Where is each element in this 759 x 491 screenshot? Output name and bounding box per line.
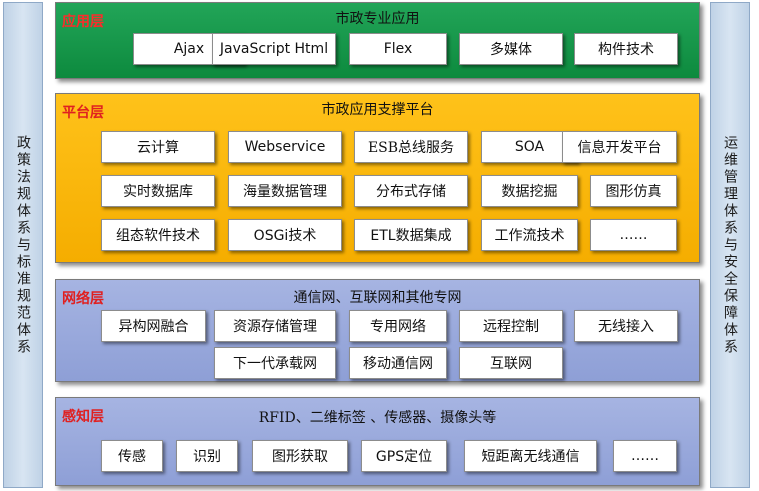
app-item: 构件技术 bbox=[574, 33, 678, 65]
app-item: 多媒体 bbox=[459, 33, 563, 65]
platform-item: 数据挖掘 bbox=[481, 175, 578, 207]
ops-security-panel: 运维管理体系与安全保障体系 bbox=[710, 2, 750, 488]
network-item: 互联网 bbox=[459, 347, 563, 379]
platform-item: SOA bbox=[481, 131, 578, 163]
network-item: 远程控制 bbox=[459, 310, 563, 342]
layer-name: 应用层 bbox=[62, 14, 104, 30]
network-item: 异构网融合 bbox=[101, 310, 206, 342]
ops-security-label: 运维管理体系与安全保障体系 bbox=[722, 134, 738, 356]
sensing-item: …… bbox=[613, 440, 677, 472]
platform-item: 海量数据管理 bbox=[228, 175, 342, 207]
platform-item: ESB总线服务 bbox=[354, 131, 468, 163]
network-item: 资源存储管理 bbox=[214, 310, 336, 342]
platform-item: 信息开发平台 bbox=[562, 131, 677, 163]
layer-title: 通信网、互联网和其他专网 bbox=[293, 290, 462, 306]
sensing-item: 图形获取 bbox=[252, 440, 348, 472]
platform-item: …… bbox=[590, 219, 677, 251]
network-item: 移动通信网 bbox=[349, 347, 447, 379]
network-item: 无线接入 bbox=[574, 310, 678, 342]
application-layer: 应用层 市政专业应用 Ajax JavaScript Html Flex 多媒体… bbox=[55, 2, 700, 79]
sensing-layer: 感知层 RFID、二维标签 、传感器、摄像头等 传感 识别 图形获取 GPS定位… bbox=[55, 397, 700, 486]
network-item: 专用网络 bbox=[349, 310, 447, 342]
platform-item: OSGi技术 bbox=[228, 219, 342, 251]
sensing-item: 识别 bbox=[176, 440, 238, 472]
sensing-item: 短距离无线通信 bbox=[464, 440, 597, 472]
app-item: Flex bbox=[349, 33, 447, 65]
policy-standards-label: 政策法规体系与标准规范体系 bbox=[15, 134, 31, 356]
platform-layer: 平台层 市政应用支撑平台 云计算 Webservice ESB总线服务 SOA … bbox=[55, 93, 700, 263]
platform-item: 实时数据库 bbox=[101, 175, 215, 207]
platform-item: 图形仿真 bbox=[590, 175, 677, 207]
platform-item: 云计算 bbox=[101, 131, 215, 163]
layer-title: 市政专业应用 bbox=[335, 11, 420, 27]
layer-title: 市政应用支撑平台 bbox=[321, 102, 434, 118]
network-item: 下一代承载网 bbox=[214, 347, 336, 379]
platform-item: 分布式存储 bbox=[354, 175, 468, 207]
app-item: JavaScript Html bbox=[212, 33, 336, 65]
layer-name: 感知层 bbox=[62, 409, 104, 425]
platform-item: 工作流技术 bbox=[481, 219, 578, 251]
layer-title: RFID、二维标签 、传感器、摄像头等 bbox=[258, 410, 497, 426]
platform-item: ETL数据集成 bbox=[354, 219, 468, 251]
layer-name: 平台层 bbox=[62, 105, 104, 121]
sensing-item: GPS定位 bbox=[361, 440, 447, 472]
platform-item: 组态软件技术 bbox=[101, 219, 215, 251]
sensing-item: 传感 bbox=[101, 440, 163, 472]
network-layer: 网络层 通信网、互联网和其他专网 异构网融合 资源存储管理 专用网络 远程控制 … bbox=[55, 279, 700, 382]
policy-standards-panel: 政策法规体系与标准规范体系 bbox=[3, 2, 43, 488]
layer-name: 网络层 bbox=[62, 291, 104, 307]
platform-item: Webservice bbox=[228, 131, 342, 163]
